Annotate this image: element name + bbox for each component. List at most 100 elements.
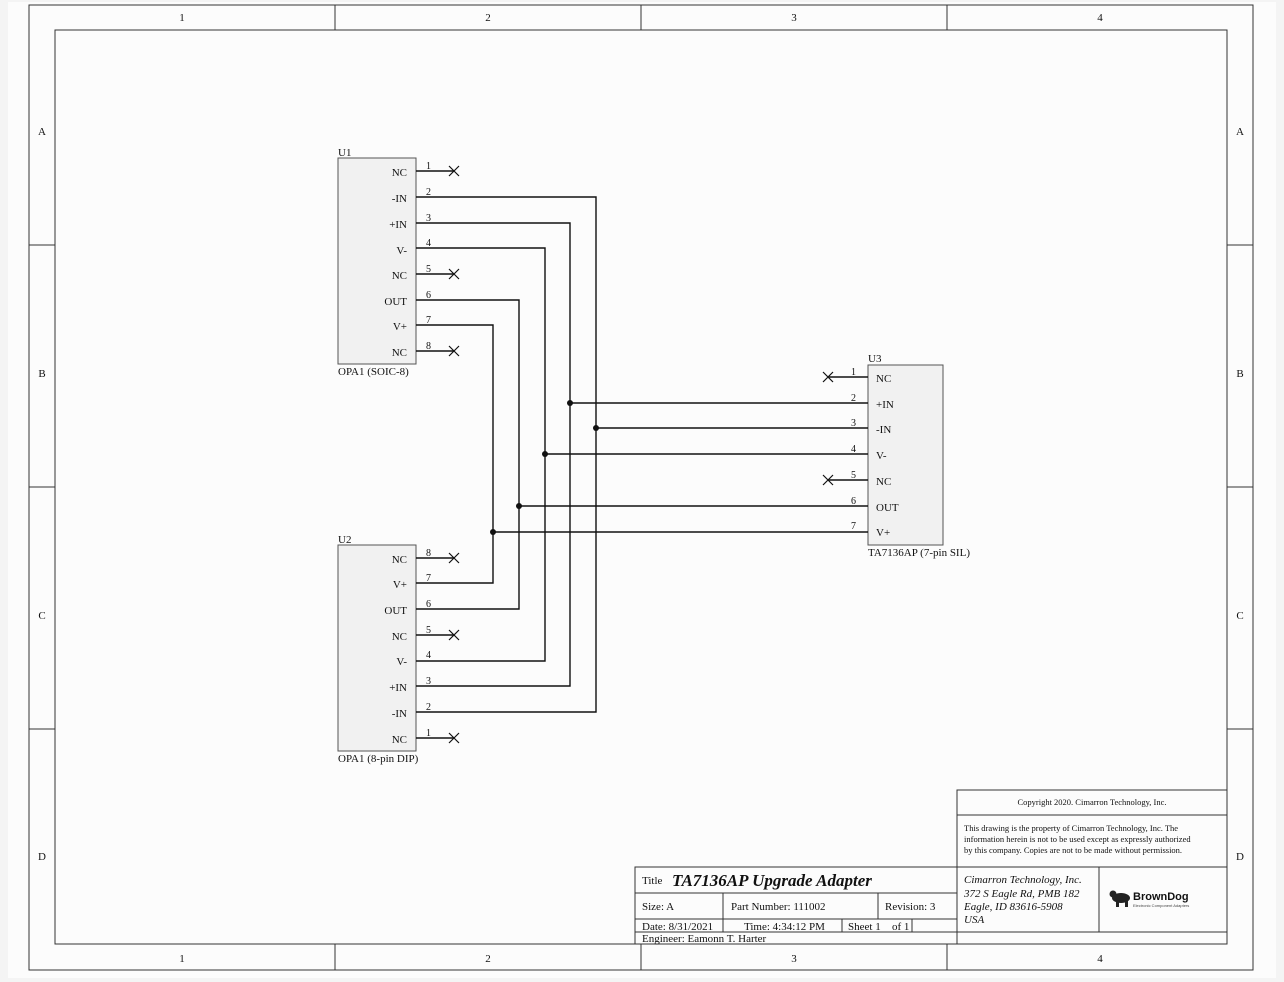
u1-pin-4-number: 4 bbox=[426, 238, 431, 249]
u2-pin-1-name: NC bbox=[392, 734, 407, 746]
u3-pin-7-name: V+ bbox=[876, 527, 890, 539]
junctions bbox=[490, 400, 599, 535]
net-v-plus bbox=[416, 324, 494, 584]
component-u3[interactable]: U3 TA7136AP (7-pin SIL) NC +IN -IN V- NC… bbox=[851, 353, 970, 559]
part-number-field: Part Number: 111002 bbox=[731, 901, 826, 913]
u2-pin-4-number: 4 bbox=[426, 650, 431, 661]
drawing-title: TA7136AP Upgrade Adapter bbox=[672, 871, 872, 890]
junction-v-minus bbox=[542, 451, 548, 457]
company-line-3: Eagle, ID 83616-5908 bbox=[963, 901, 1063, 913]
u2-pin-5-name: NC bbox=[392, 631, 407, 643]
u1-pin-1-name: NC bbox=[392, 167, 407, 179]
u3-pin-2-number: 2 bbox=[851, 393, 856, 404]
u3-pin-6-name: OUT bbox=[876, 502, 899, 514]
u2-pin-4-name: V- bbox=[396, 656, 407, 668]
notice-line-2: information herein is not to be used exc… bbox=[964, 834, 1191, 844]
u3-designator: U3 bbox=[868, 353, 882, 365]
u3-pin-2-name: +IN bbox=[876, 399, 894, 411]
u1-pin-5-number: 5 bbox=[426, 264, 431, 275]
u3-pin-3-number: 3 bbox=[851, 418, 856, 429]
u1-pin-2-number: 2 bbox=[426, 187, 431, 198]
no-connect-u1-pin1 bbox=[448, 165, 460, 177]
zone-row-a-right: A bbox=[1236, 126, 1244, 138]
u2-pin-8-name: NC bbox=[392, 554, 407, 566]
u1-body bbox=[337, 157, 417, 365]
company-line-2: 372 S Eagle Rd, PMB 182 bbox=[963, 888, 1080, 900]
company-line-4: USA bbox=[964, 914, 984, 926]
zone-row-c-right: C bbox=[1236, 610, 1243, 622]
u1-pin-5-name: NC bbox=[392, 270, 407, 282]
engineer-field: Engineer: Eamonn T. Harter bbox=[642, 933, 767, 945]
wires bbox=[416, 170, 868, 739]
component-u2[interactable]: U2 OPA1 (8-pin DIP) NC V+ OUT NC V- +IN … bbox=[337, 534, 431, 765]
u3-pin-3-name: -IN bbox=[876, 424, 891, 436]
u2-pin-8-number: 8 bbox=[426, 548, 431, 559]
u2-pin-2-name: -IN bbox=[392, 708, 407, 720]
no-connect-u1-pin5 bbox=[448, 268, 460, 280]
u3-pin-4-name: V- bbox=[876, 450, 887, 462]
u2-pin-1-number: 1 bbox=[426, 728, 431, 739]
u1-pin-1-number: 1 bbox=[426, 161, 431, 172]
u2-designator: U2 bbox=[338, 534, 351, 546]
no-connect-u3-pin5 bbox=[822, 474, 834, 486]
zone-col-1-top: 1 bbox=[179, 12, 185, 24]
u3-pin-1-name: NC bbox=[876, 373, 891, 385]
zone-col-3-top: 3 bbox=[791, 12, 797, 24]
u2-pin-7-name: V+ bbox=[393, 579, 407, 591]
zone-col-2-bottom: 2 bbox=[485, 953, 491, 965]
zone-labels: 1 2 3 4 1 2 3 4 A B C D A B C D bbox=[38, 12, 1244, 965]
u1-pin-7-name: V+ bbox=[393, 321, 407, 333]
date-field: Date: 8/31/2021 bbox=[642, 921, 713, 933]
u1-pin-4-name: V- bbox=[396, 245, 407, 257]
u1-pin-6-number: 6 bbox=[426, 290, 431, 301]
u1-pin-3-name: +IN bbox=[389, 219, 407, 231]
u2-pin-7-number: 7 bbox=[426, 573, 431, 584]
no-connect-u3-pin1 bbox=[822, 371, 834, 383]
u1-pin-7-number: 7 bbox=[426, 315, 431, 326]
u1-pin-3-number: 3 bbox=[426, 213, 431, 224]
u3-body bbox=[867, 364, 944, 546]
size-field: Size: A bbox=[642, 901, 674, 913]
no-connect-u2-pin5 bbox=[448, 629, 460, 641]
dog-icon bbox=[1109, 890, 1130, 907]
u3-pin-5-number: 5 bbox=[851, 470, 856, 481]
zone-row-d-left: D bbox=[38, 851, 46, 863]
u3-pin-5-name: NC bbox=[876, 476, 891, 488]
component-u1[interactable]: U1 OPA1 (SOIC-8) NC -IN +IN V- NC OUT V+… bbox=[337, 147, 431, 378]
no-connect-u2-pin8 bbox=[448, 552, 460, 564]
zone-row-b-right: B bbox=[1236, 368, 1243, 380]
u2-pin-3-name: +IN bbox=[389, 682, 407, 694]
u1-pin-8-name: NC bbox=[392, 347, 407, 359]
u2-pin-3-number: 3 bbox=[426, 676, 431, 687]
u2-pin-2-number: 2 bbox=[426, 702, 431, 713]
u3-pin-4-number: 4 bbox=[851, 444, 856, 455]
u3-pin-7-number: 7 bbox=[851, 521, 856, 532]
title-block: Copyright 2020. Cimarron Technology, Inc… bbox=[634, 789, 1228, 945]
copyright-notice: Copyright 2020. Cimarron Technology, Inc… bbox=[1017, 797, 1166, 807]
title-label: Title bbox=[642, 875, 663, 887]
u3-pin-1-number: 1 bbox=[851, 367, 856, 378]
u2-pin-6-name: OUT bbox=[384, 605, 407, 617]
zone-col-4-bottom: 4 bbox=[1097, 953, 1103, 965]
no-connect-u1-pin8 bbox=[448, 345, 460, 357]
u1-designator: U1 bbox=[338, 147, 351, 159]
logo-tagline: Electronic Component Adapters bbox=[1133, 903, 1189, 908]
time-field: Time: 4:34:12 PM bbox=[744, 921, 825, 933]
zone-col-3-bottom: 3 bbox=[791, 953, 797, 965]
company-line-1: Cimarron Technology, Inc. bbox=[964, 874, 1082, 886]
junction-plus-in bbox=[567, 400, 573, 406]
browndog-logo: BrownDog Electronic Component Adapters bbox=[1109, 890, 1189, 908]
zone-row-d-right: D bbox=[1236, 851, 1244, 863]
u2-pin-6-number: 6 bbox=[426, 599, 431, 610]
u1-value: OPA1 (SOIC-8) bbox=[338, 366, 409, 378]
zone-row-c-left: C bbox=[38, 610, 45, 622]
no-connect-markers bbox=[448, 165, 834, 744]
revision-field: Revision: 3 bbox=[885, 901, 936, 913]
u2-body bbox=[337, 544, 417, 752]
sheet-field: Sheet 1 bbox=[848, 921, 881, 933]
u2-pin-5-number: 5 bbox=[426, 625, 431, 636]
zone-col-2-top: 2 bbox=[485, 12, 491, 24]
zone-row-a-left: A bbox=[38, 126, 46, 138]
junction-out bbox=[516, 503, 522, 509]
